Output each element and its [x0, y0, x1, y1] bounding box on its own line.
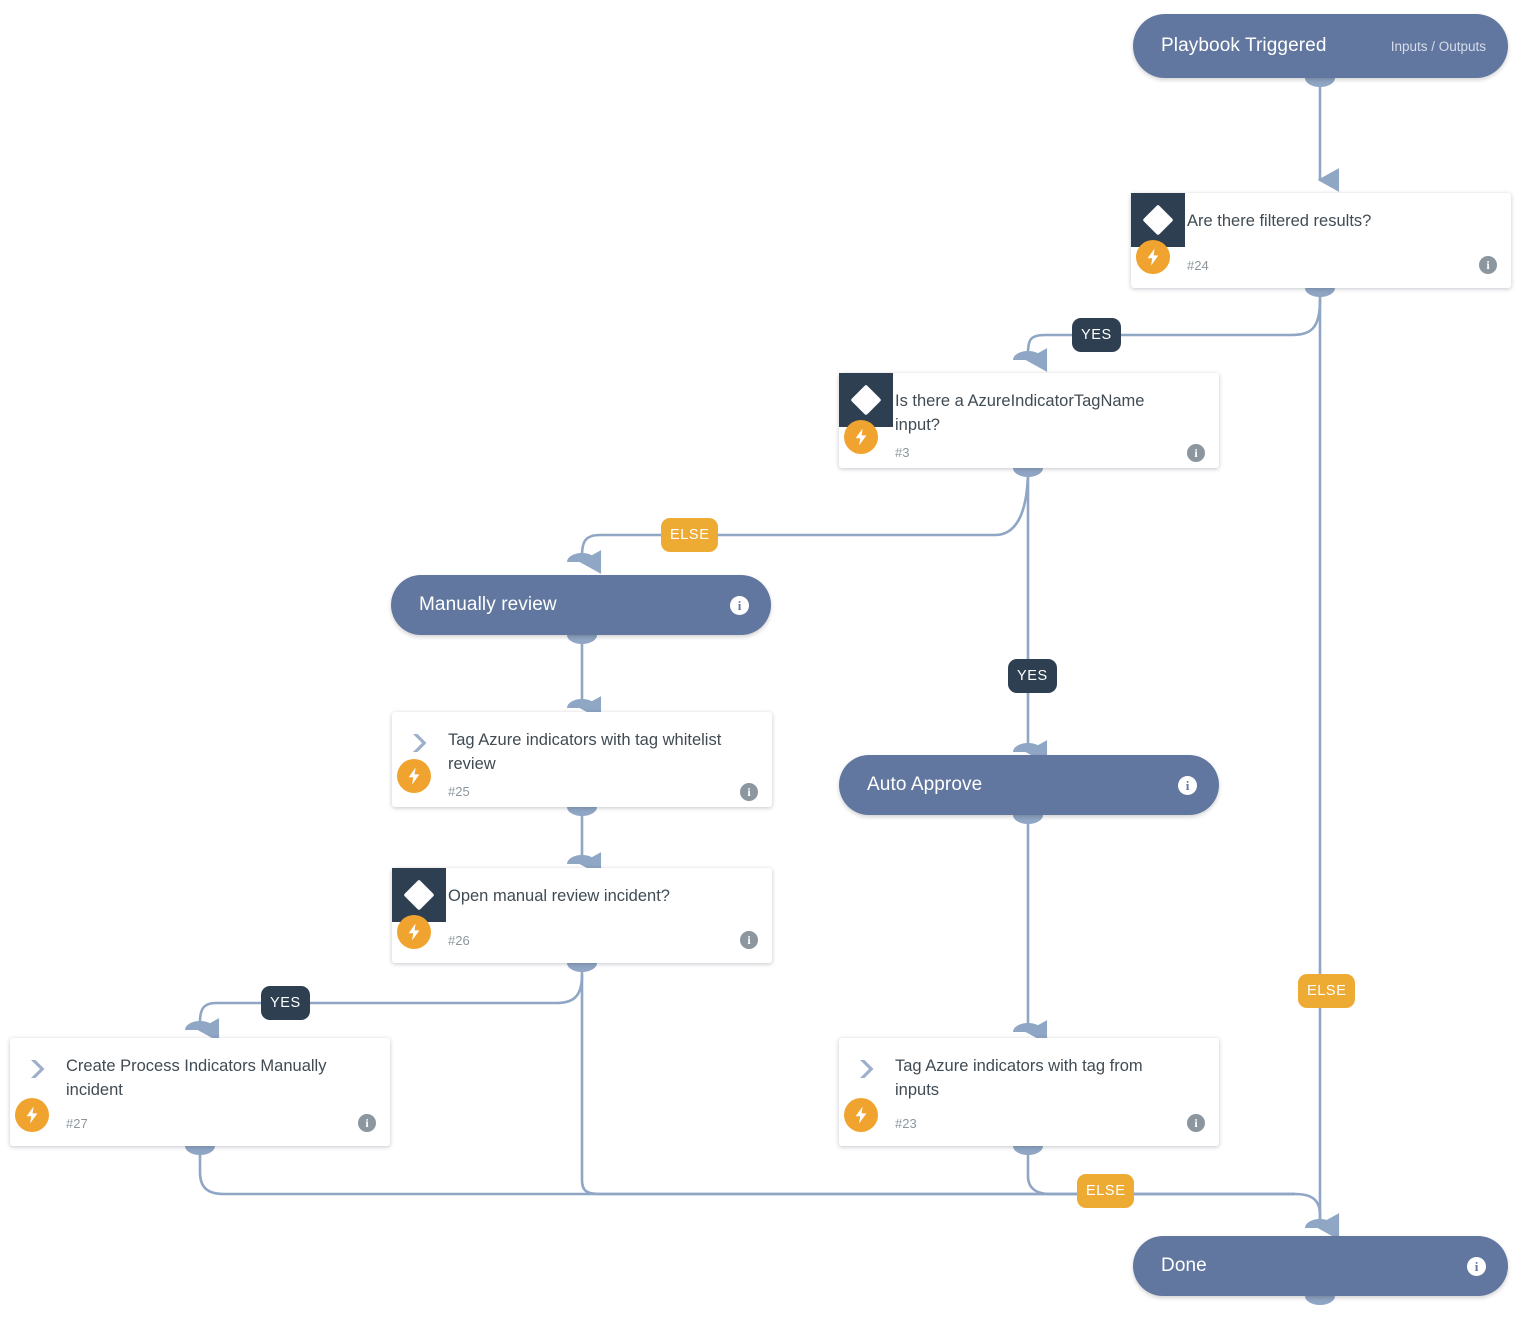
branch-label-filtered-else[interactable]: ELSE	[1298, 974, 1356, 1008]
node-title: Create Process Indicators Manually incid…	[66, 1057, 327, 1099]
icon-slot	[392, 728, 448, 777]
edge-cond26-yes	[197, 974, 584, 1042]
node-open-manual-review-incident[interactable]: Open manual review incident? #26 i	[392, 868, 772, 963]
card-body: Tag Azure indicators with tag whitelist …	[392, 712, 772, 777]
node-tag-from-inputs[interactable]: Tag Azure indicators with tag from input…	[839, 1038, 1219, 1146]
bolt-icon	[844, 1098, 878, 1132]
node-id-label: #25	[448, 784, 470, 800]
node-title: Manually review	[419, 594, 557, 615]
node-id-label: #27	[66, 1115, 88, 1131]
node-id-label: #24	[1187, 257, 1209, 273]
branch-label-tagname-yes[interactable]: YES	[1008, 659, 1057, 693]
chevron-right-icon	[407, 730, 433, 756]
node-title: Is there a AzureIndicatorTagName input?	[895, 392, 1145, 434]
node-tag-whitelist-review[interactable]: Tag Azure indicators with tag whitelist …	[392, 712, 772, 807]
card-body: Open manual review incident?	[392, 868, 772, 909]
node-id-label: #23	[895, 1115, 917, 1131]
branch-label-merge-else[interactable]: ELSE	[1077, 1174, 1135, 1208]
node-id-label: #3	[895, 445, 910, 461]
branch-label-open-incident-yes[interactable]: YES	[261, 986, 310, 1020]
node-meta: i	[1467, 1256, 1486, 1276]
card-footer: #26 i	[392, 931, 772, 963]
node-is-there-tagname-input[interactable]: Is there a AzureIndicatorTagName input? …	[839, 373, 1219, 468]
diamond-icon	[1131, 193, 1185, 247]
card-footer: #25 i	[392, 782, 772, 815]
branch-label-tagname-else[interactable]: ELSE	[661, 518, 719, 552]
card-footer: #24 i	[1131, 256, 1511, 288]
info-icon[interactable]: i	[1178, 775, 1197, 795]
node-playbook-triggered[interactable]: Playbook Triggered Inputs / Outputs	[1133, 14, 1508, 78]
card-body: Are there filtered results?	[1131, 193, 1511, 234]
card-footer: #27 i	[10, 1114, 390, 1146]
bolt-icon	[15, 1098, 49, 1132]
node-title: Playbook Triggered	[1161, 35, 1327, 56]
node-title: Tag Azure indicators with tag from input…	[895, 1057, 1143, 1099]
info-icon[interactable]: i	[358, 1114, 376, 1132]
node-done[interactable]: Done i	[1133, 1236, 1508, 1296]
node-title: Auto Approve	[867, 774, 983, 795]
icon-slot	[10, 1054, 66, 1103]
info-icon[interactable]: i	[1479, 256, 1497, 274]
edge-tagname-else	[579, 467, 1030, 574]
card-body: Tag Azure indicators with tag from input…	[839, 1038, 1219, 1103]
diamond-icon	[839, 373, 893, 427]
card-footer: #3 i	[839, 443, 1219, 476]
chevron-right-icon	[25, 1056, 51, 1082]
chevron-right-icon	[854, 1056, 880, 1082]
branch-label-filtered-yes[interactable]: YES	[1072, 318, 1121, 352]
inputs-outputs-label[interactable]: Inputs / Outputs	[1390, 38, 1486, 54]
node-title: Tag Azure indicators with tag whitelist …	[448, 731, 722, 773]
info-icon[interactable]: i	[740, 931, 758, 949]
diamond-icon	[392, 868, 446, 922]
info-icon[interactable]: i	[730, 595, 749, 615]
diamond-shape	[850, 384, 882, 416]
node-title: Are there filtered results?	[1187, 212, 1372, 230]
diamond-shape	[1142, 204, 1174, 236]
card-footer: #23 i	[839, 1114, 1219, 1146]
card-body: Create Process Indicators Manually incid…	[10, 1038, 390, 1103]
node-auto-approve[interactable]: Auto Approve i	[839, 755, 1219, 815]
node-meta: Inputs / Outputs	[1391, 39, 1486, 54]
bolt-icon	[844, 420, 878, 454]
bolt-icon	[1136, 240, 1170, 274]
node-title: Done	[1161, 1255, 1207, 1276]
node-title: Open manual review incident?	[448, 887, 670, 905]
card-body: Is there a AzureIndicatorTagName input?	[839, 373, 1219, 438]
node-manually-review[interactable]: Manually review i	[391, 575, 771, 635]
info-icon[interactable]: i	[740, 782, 758, 801]
bolt-icon	[397, 915, 431, 949]
node-meta: i	[730, 595, 749, 615]
node-create-process-indicators[interactable]: Create Process Indicators Manually incid…	[10, 1038, 390, 1146]
info-icon[interactable]: i	[1187, 1114, 1205, 1132]
edge-tag23-to-bus	[1026, 1146, 1295, 1196]
info-icon[interactable]: i	[1187, 443, 1205, 462]
node-are-there-filtered-results[interactable]: Are there filtered results? #24 i	[1131, 193, 1511, 288]
diamond-shape	[403, 879, 435, 911]
node-meta: i	[1178, 775, 1197, 795]
node-id-label: #26	[448, 932, 470, 948]
info-icon[interactable]: i	[1467, 1256, 1486, 1276]
bolt-icon	[397, 759, 431, 793]
icon-slot	[839, 1054, 895, 1103]
